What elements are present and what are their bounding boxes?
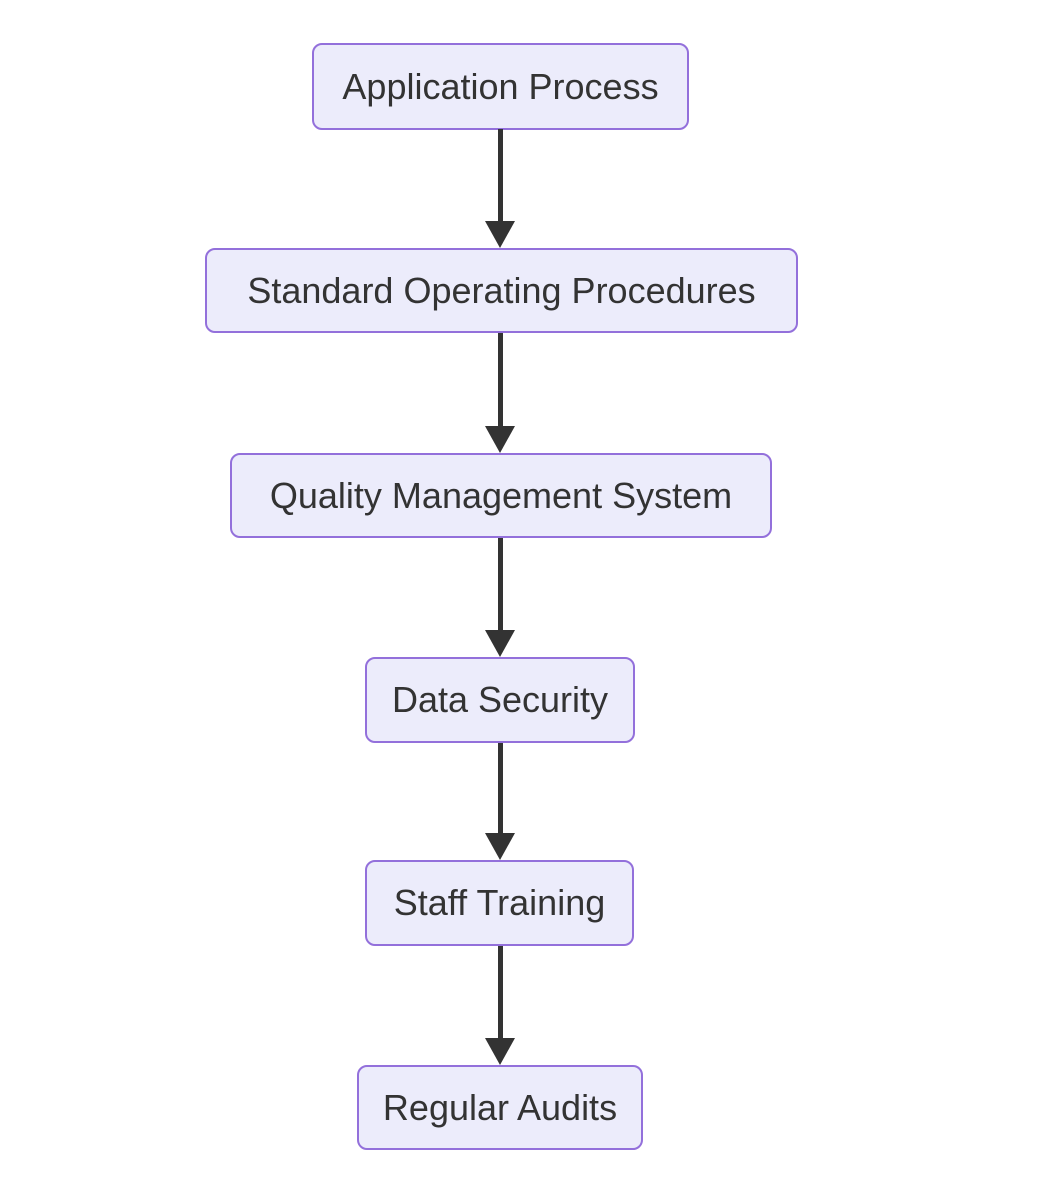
- edge-connector: [485, 946, 515, 1065]
- edge-connector: [485, 743, 515, 860]
- arrowhead-icon: [485, 833, 515, 860]
- edge-line: [497, 129, 503, 224]
- edge-line: [497, 538, 503, 633]
- edge-connector: [485, 129, 515, 248]
- node-application-process: Application Process: [312, 43, 689, 130]
- edge-line: [497, 946, 503, 1041]
- node-regular-audits: Regular Audits: [357, 1065, 643, 1150]
- edge-connector: [485, 333, 515, 453]
- arrowhead-icon: [485, 1038, 515, 1065]
- node-staff-training: Staff Training: [365, 860, 634, 946]
- node-standard-operating-procedures: Standard Operating Procedures: [205, 248, 798, 333]
- edge-line: [497, 333, 503, 429]
- arrowhead-icon: [485, 426, 515, 453]
- edge-connector: [485, 538, 515, 657]
- arrowhead-icon: [485, 630, 515, 657]
- edge-line: [497, 743, 503, 836]
- node-quality-management-system: Quality Management System: [230, 453, 772, 538]
- node-data-security: Data Security: [365, 657, 635, 743]
- arrowhead-icon: [485, 221, 515, 248]
